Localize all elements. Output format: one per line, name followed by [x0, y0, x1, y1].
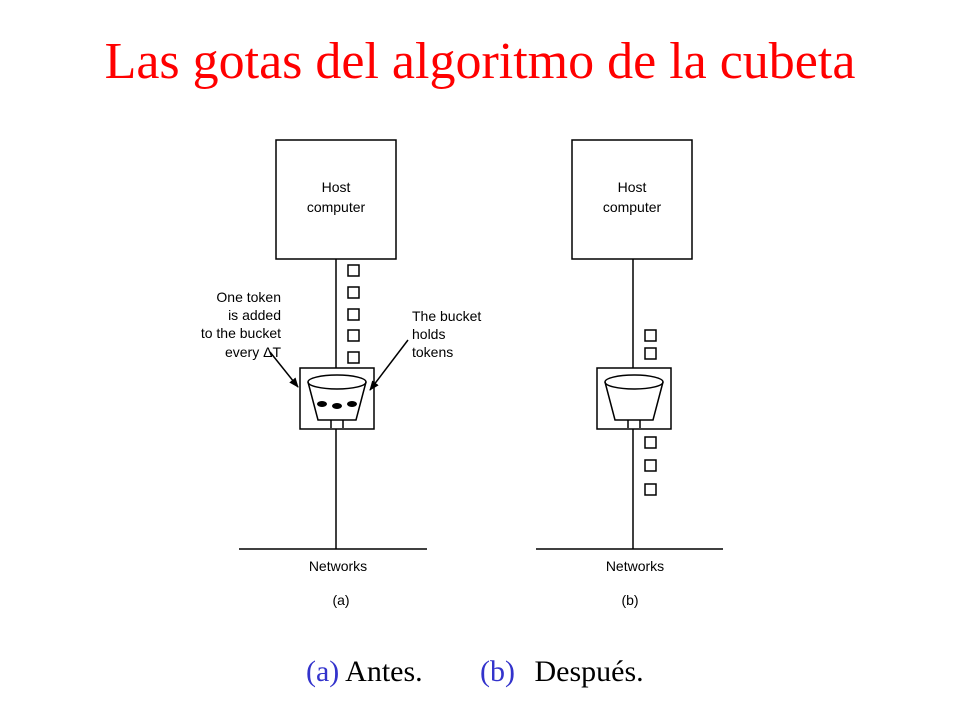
panel-label-b: (b) [621, 592, 638, 608]
bucket-tokens-a [317, 401, 357, 409]
host-label-a-line1: Host [322, 179, 351, 195]
annotation-right-2: holds [412, 326, 445, 342]
packet-b-4 [644, 459, 657, 472]
caption-a-tag: (a) [306, 655, 340, 688]
panel-label-a: (a) [332, 592, 349, 608]
packet-b-2 [644, 347, 657, 360]
bucket-enclosure-b [596, 367, 672, 430]
packet-a-5 [347, 351, 360, 364]
arrow-bucket-holds [369, 339, 409, 391]
caption-b-text: Después. [534, 655, 644, 688]
bucket-rim-b [604, 374, 664, 390]
annotation-left-3: to the bucket [201, 325, 281, 341]
annotation-left-1: One token [216, 289, 281, 305]
arrow-token-added [269, 351, 299, 388]
caption-b: (b) Después. [480, 655, 644, 689]
bucket-body-b [604, 381, 664, 421]
packet-b-5 [644, 483, 657, 496]
annotation-left-2: is added [228, 307, 281, 323]
packet-a-2 [347, 286, 360, 299]
host-label-b-line2: computer [603, 199, 662, 215]
token-3 [347, 401, 357, 407]
packet-a-3 [347, 308, 360, 321]
bucket-body-a [307, 381, 367, 421]
panel-b [536, 139, 723, 550]
token-1 [317, 401, 327, 407]
bucket-enclosure-a [299, 367, 375, 430]
annotation-left-4: every ΔT [225, 344, 281, 360]
bucket-rim-a [307, 374, 367, 390]
host-computer-box-b [571, 139, 693, 260]
packet-b-1 [644, 329, 657, 342]
annotation-right-1: The bucket [412, 308, 481, 324]
packet-a-1 [347, 264, 360, 277]
slide-title: Las gotas del algoritmo de la cubeta [104, 33, 856, 90]
panel-a [239, 139, 427, 550]
network-label-a: Networks [309, 558, 367, 574]
token-2 [332, 403, 342, 409]
network-label-b: Networks [606, 558, 664, 574]
host-label-a-line2: computer [307, 199, 366, 215]
packet-a-4 [347, 329, 360, 342]
annotation-right-3: tokens [412, 344, 453, 360]
packet-b-3 [644, 436, 657, 449]
caption-b-tag: (b) [480, 655, 515, 688]
host-label-b-line1: Host [618, 179, 647, 195]
caption-a-text: Antes. [345, 655, 423, 688]
caption-a: (a) Antes. [306, 655, 423, 689]
